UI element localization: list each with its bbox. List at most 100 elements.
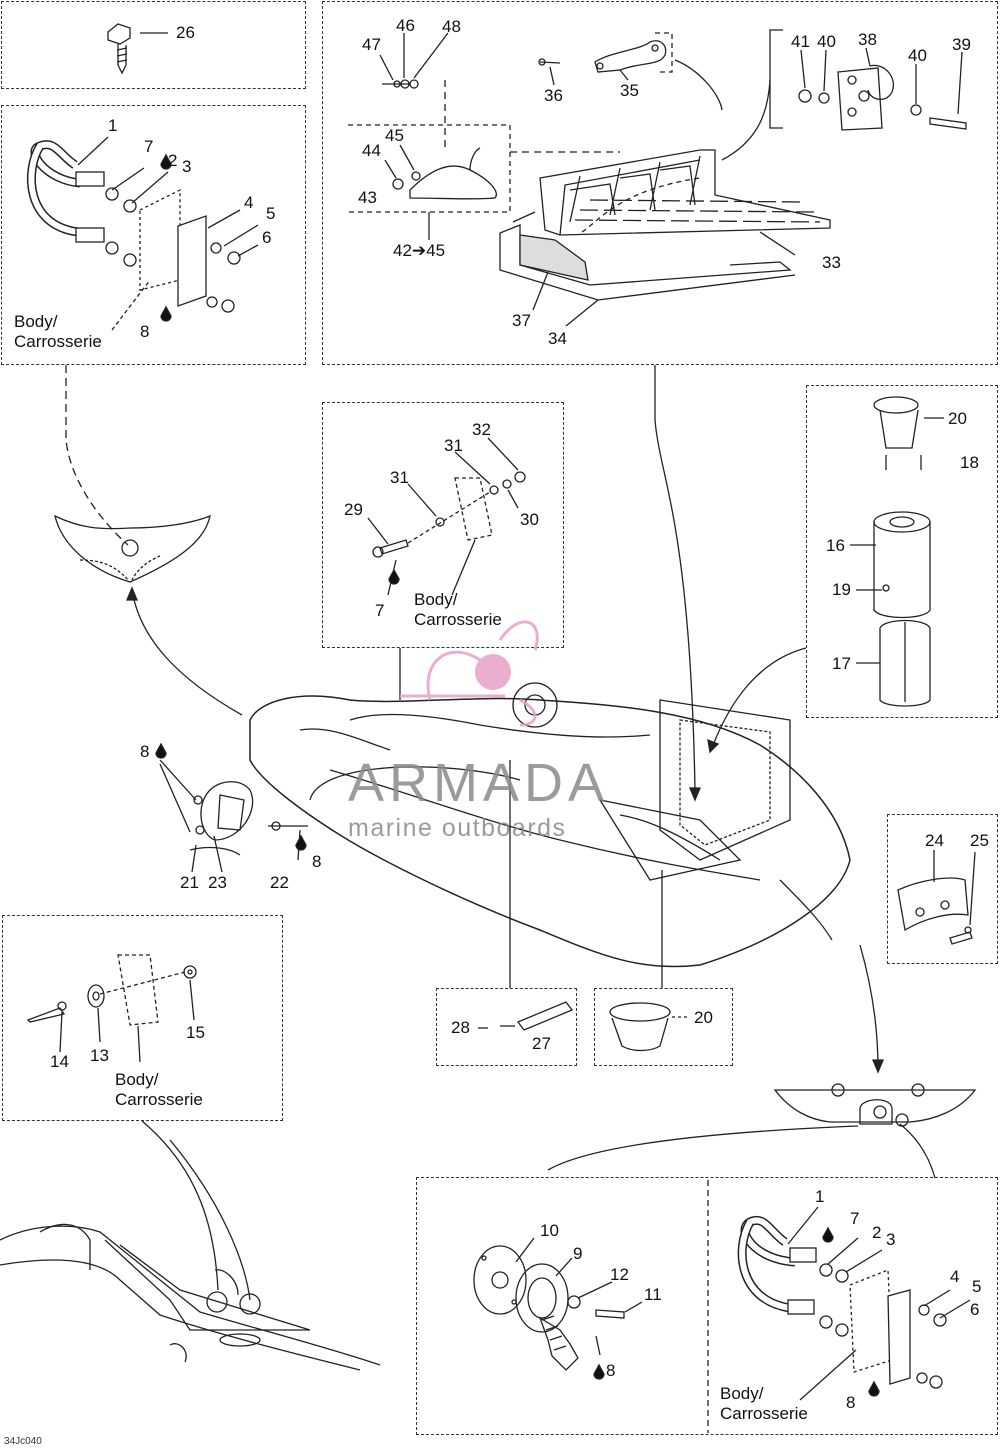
- callout-8[interactable]: 8: [140, 322, 150, 341]
- callout-8[interactable]: 8: [846, 1393, 856, 1412]
- callout-18[interactable]: 18: [960, 453, 979, 472]
- callout-8[interactable]: 8: [312, 852, 322, 871]
- lube-drop-icon: [593, 1363, 605, 1380]
- lube-drop-icon: [160, 153, 172, 170]
- callout-40[interactable]: 40: [817, 32, 836, 51]
- body-label: Body/ Carrosserie: [115, 1070, 203, 1109]
- watermark-subtitle: marine outboards: [348, 814, 567, 842]
- callout-31[interactable]: 31: [444, 436, 463, 455]
- callout-33[interactable]: 33: [822, 253, 841, 272]
- lube-drop-icon: [295, 834, 307, 851]
- box-part-24-25: [887, 814, 998, 964]
- callout-6[interactable]: 6: [262, 228, 272, 247]
- body-label: Body/ Carrosserie: [720, 1384, 808, 1423]
- callout-20[interactable]: 20: [694, 1008, 713, 1027]
- bracket-35-icon: [538, 32, 673, 73]
- callout-48[interactable]: 48: [442, 17, 461, 36]
- callout-4[interactable]: 4: [244, 193, 254, 212]
- callout-42-45[interactable]: 42➔45: [393, 241, 446, 260]
- callout-40[interactable]: 40: [908, 46, 927, 65]
- callout-43[interactable]: 43: [358, 188, 377, 207]
- stern-section-icon: [773, 1083, 977, 1127]
- callout-31[interactable]: 31: [390, 468, 409, 487]
- callout-34[interactable]: 34: [548, 329, 567, 348]
- callout-29[interactable]: 29: [344, 500, 363, 519]
- callout-16[interactable]: 16: [826, 536, 845, 555]
- lube-drop-icon: [822, 1226, 834, 1243]
- drawing-code: 34Jc040: [4, 1436, 42, 1447]
- callout-12[interactable]: 12: [610, 1265, 629, 1284]
- boat-hull-icon: [189, 682, 851, 968]
- callout-13[interactable]: 13: [90, 1046, 109, 1065]
- callout-14[interactable]: 14: [50, 1052, 69, 1071]
- bracket-42-45: [348, 124, 511, 213]
- lube-drop-icon: [155, 742, 167, 759]
- callout-1[interactable]: 1: [108, 116, 118, 135]
- body-label: Body/ Carrosserie: [14, 312, 102, 351]
- callout-37[interactable]: 37: [512, 311, 531, 330]
- box-fastener-13-15: [2, 915, 283, 1121]
- callout-23[interactable]: 23: [208, 873, 227, 892]
- callout-6[interactable]: 6: [970, 1300, 980, 1319]
- callout-19[interactable]: 19: [832, 580, 851, 599]
- bow-section-icon: [54, 514, 211, 583]
- callout-15[interactable]: 15: [186, 1023, 205, 1042]
- callout-47[interactable]: 47: [362, 35, 381, 54]
- callout-27[interactable]: 27: [532, 1034, 551, 1053]
- callout-3[interactable]: 3: [886, 1230, 896, 1249]
- callout-17[interactable]: 17: [832, 654, 851, 673]
- box-fastener-29-32: [322, 402, 564, 648]
- drain-plug-icon: [473, 1245, 625, 1371]
- callout-7[interactable]: 7: [375, 601, 385, 620]
- callout-2[interactable]: 2: [872, 1223, 882, 1242]
- cup-20-icon: [609, 1002, 671, 1052]
- callout-44[interactable]: 44: [362, 141, 381, 160]
- callout-4[interactable]: 4: [950, 1267, 960, 1286]
- box-handle-rear: [1, 105, 306, 365]
- hinge-38-icon: [798, 64, 967, 131]
- callout-1[interactable]: 1: [815, 1187, 825, 1206]
- callout-46[interactable]: 46: [396, 16, 415, 35]
- callout-10[interactable]: 10: [540, 1221, 559, 1240]
- callout-8[interactable]: 8: [140, 742, 150, 761]
- box-platform-rack: [322, 1, 998, 365]
- callout-38[interactable]: 38: [858, 30, 877, 49]
- callout-26[interactable]: 26: [176, 23, 195, 42]
- callout-5[interactable]: 5: [266, 204, 276, 223]
- callout-22[interactable]: 22: [270, 873, 289, 892]
- leader-tl-1: [77, 136, 109, 166]
- box-part-27-28: [436, 988, 577, 1066]
- callout-7[interactable]: 7: [850, 1209, 860, 1228]
- callout-21[interactable]: 21: [180, 873, 199, 892]
- screw-26-icon: [107, 23, 131, 75]
- lube-drop-icon: [160, 305, 172, 322]
- callout-8[interactable]: 8: [606, 1361, 616, 1380]
- rear-platform-rack-icon: [499, 149, 831, 301]
- callout-24[interactable]: 24: [925, 831, 944, 850]
- grab-handle-icon: [737, 1215, 947, 1389]
- box-part-20-lower: [594, 988, 733, 1066]
- callout-25[interactable]: 25: [970, 831, 989, 850]
- side-closeup-icon: [0, 1223, 381, 1371]
- callout-3[interactable]: 3: [182, 157, 192, 176]
- callout-5[interactable]: 5: [972, 1277, 982, 1296]
- callout-7[interactable]: 7: [144, 137, 154, 156]
- callout-2[interactable]: 2: [168, 151, 178, 170]
- cup-holder-icon: [873, 396, 931, 707]
- callout-35[interactable]: 35: [620, 81, 639, 100]
- callout-41[interactable]: 41: [791, 32, 810, 51]
- callout-20[interactable]: 20: [948, 409, 967, 428]
- callout-9[interactable]: 9: [573, 1244, 583, 1263]
- callout-45[interactable]: 45: [385, 126, 404, 145]
- callout-30[interactable]: 30: [520, 510, 539, 529]
- callout-32[interactable]: 32: [472, 420, 491, 439]
- lube-drop-icon: [388, 568, 400, 585]
- callout-36[interactable]: 36: [544, 86, 563, 105]
- body-label: Body/ Carrosserie: [414, 590, 502, 629]
- callout-11[interactable]: 11: [644, 1285, 662, 1304]
- callout-39[interactable]: 39: [952, 35, 971, 54]
- bracket-24-icon: [897, 877, 973, 945]
- callout-28[interactable]: 28: [451, 1018, 470, 1037]
